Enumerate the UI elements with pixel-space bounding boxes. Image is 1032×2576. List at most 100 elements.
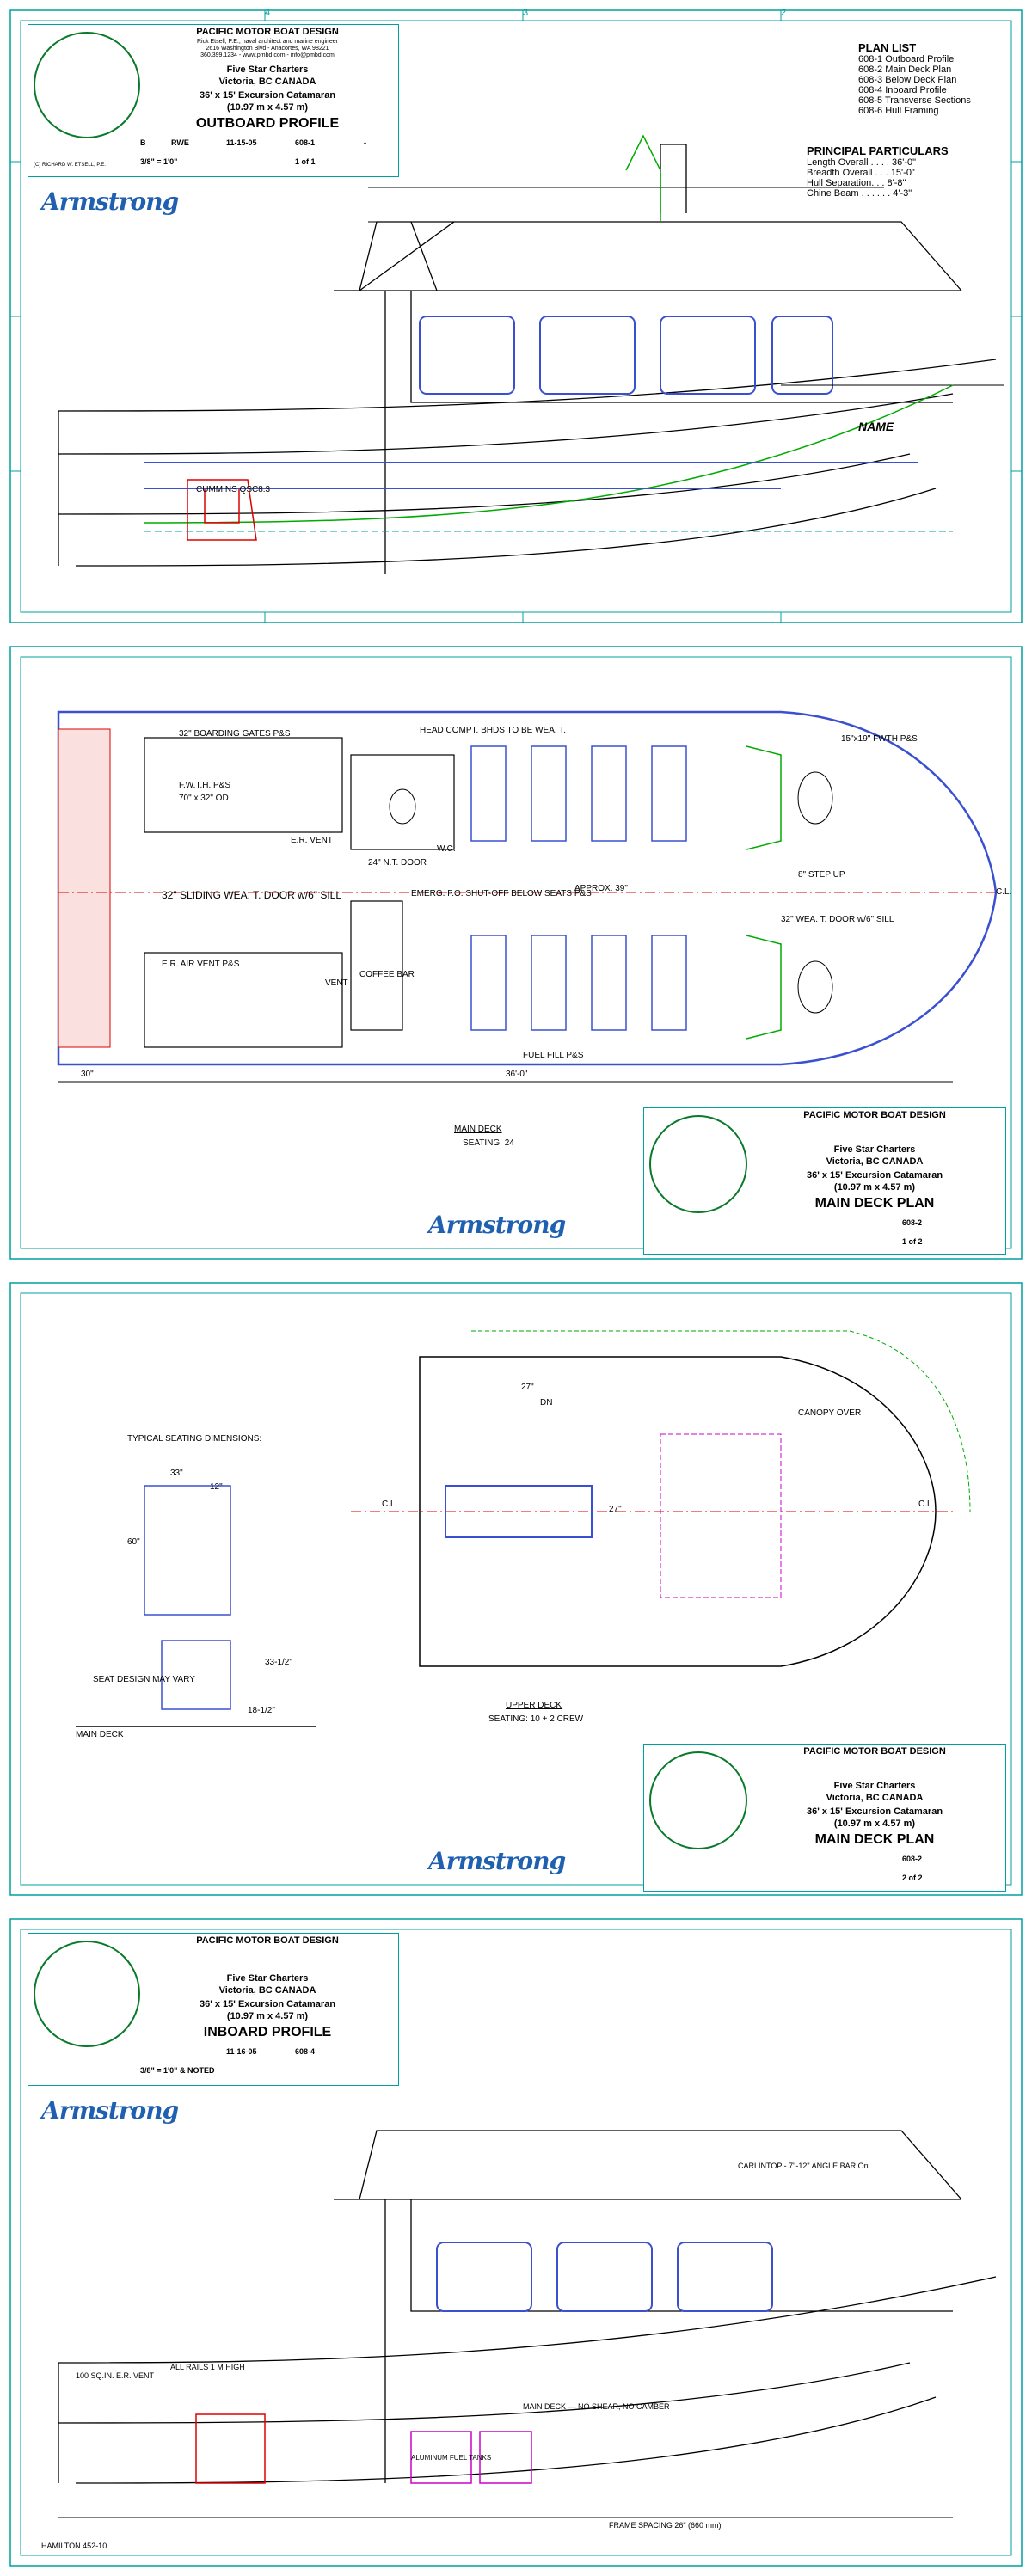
dim-33: 33" — [170, 1469, 183, 1478]
note-coffee-bar: COFFEE BAR — [359, 970, 415, 979]
sheet-title: OUTBOARD PROFILE — [195, 116, 340, 131]
client-location: Victoria, BC CANADA — [218, 77, 316, 87]
sheet-upper-deck-plan: TYPICAL SEATING DIMENSIONS: 33" 12" 60" … — [7, 1279, 1025, 1898]
note-rails: ALL RAILS 1 M HIGH — [170, 2363, 245, 2371]
dwg-value: 608-2 — [902, 1218, 923, 1227]
engineer-stamp — [34, 32, 140, 138]
upper-deck-drawing — [9, 1282, 1023, 1896]
firm-name: PACIFIC MOTOR BOAT DESIGN — [196, 27, 339, 37]
dwg-value: 608-4 — [295, 2047, 316, 2056]
title-block-608-2a: PACIFIC MOTOR BOAT DESIGN Five Star Char… — [643, 1107, 1006, 1255]
builder-logo: Armstrong — [428, 1211, 566, 1239]
note-boarding-gates: 32" BOARDING GATES P&S — [179, 729, 291, 739]
note-nt-door: 24" N.T. DOOR — [368, 858, 427, 868]
note-fuel-fill: FUEL FILL P&S — [523, 1051, 584, 1060]
firm-name: PACIFIC MOTOR BOAT DESIGN — [196, 1935, 339, 1946]
plan-list-item: 608-2 Main Deck Plan — [858, 64, 952, 75]
project-metric: (10.97 m x 4.57 m) — [833, 1819, 916, 1829]
dim-18-half: 18-1/2" — [248, 1706, 275, 1715]
project-metric: (10.97 m x 4.57 m) — [226, 2011, 309, 2021]
note-wea-door: 32" WEA. T. DOOR w/6" SILL — [781, 915, 894, 924]
dim-36: 36'-0" — [506, 1070, 528, 1079]
firm-name: PACIFIC MOTOR BOAT DESIGN — [803, 1746, 946, 1757]
dim-30: 30" — [81, 1070, 94, 1079]
particular-item: Hull Separation. . . 8'-8" — [807, 178, 906, 188]
title-block-608-4: PACIFIC MOTOR BOAT DESIGN Five Star Char… — [28, 1933, 399, 2086]
firm-contact: 360.399.1234 - www.pmbd.com - info@pmbd.… — [200, 52, 335, 58]
border-col-4: 4 — [265, 8, 270, 18]
plan-list-heading: PLAN LIST — [858, 41, 917, 54]
project-name: 36' x 15' Excursion Catamaran — [199, 1999, 336, 2009]
sheet-outboard-profile: 4 3 2 PACIFIC MOTOR BOAT DESIGN Rick Etsel… — [7, 7, 1025, 626]
firm-name: PACIFIC MOTOR BOAT DESIGN — [803, 1110, 946, 1120]
sheet-inboard-profile: PACIFIC MOTOR BOAT DESIGN Five Star Char… — [7, 1916, 1025, 2569]
note-fwth: 15"x19" FWTH P&S — [841, 734, 918, 744]
particular-item: Length Overall . . . . 36'-0" — [807, 157, 917, 168]
note-cl-right: C.L. — [918, 1500, 935, 1509]
border-col-3: 3 — [523, 8, 528, 18]
copyright: (C) RICHARD W. ETSELL, P.E. — [34, 163, 106, 168]
firm-address: 2616 Washington Blvd - Anacortes, WA 982… — [206, 46, 329, 52]
particular-item: Chine Beam . . . . . . 4'-3" — [807, 188, 912, 199]
note-canopy: CANOPY OVER — [798, 1408, 862, 1418]
plan-list-item: 608-5 Transverse Sections — [858, 95, 971, 106]
dim-60: 60" — [127, 1537, 140, 1547]
seating-upper-deck: SEATING: 10 + 2 CREW — [488, 1714, 584, 1724]
builder-logo: Armstrong — [41, 2096, 179, 2125]
note-frame-spacing: FRAME SPACING 26" (660 mm) — [609, 2521, 722, 2530]
plan-list-item: 608-1 Outboard Profile — [858, 54, 955, 64]
dim-27-stair: 27" — [521, 1383, 534, 1392]
drawn-value: RWE — [171, 138, 189, 147]
border-col-2: 2 — [781, 8, 786, 18]
note-er-vent: E.R. VENT — [291, 836, 333, 845]
sheet-value: 1 of 2 — [902, 1237, 923, 1246]
plan-list-item: 608-6 Hull Framing — [858, 106, 939, 116]
size-value: B — [140, 138, 146, 147]
note-cl: C.L. — [996, 887, 1012, 897]
note-main-deck-shear: MAIN DECK — NO SHEAR, NO CAMBER — [523, 2402, 670, 2411]
engineer-stamp — [649, 1751, 747, 1849]
client-name: Five Star Charters — [226, 64, 309, 75]
note-dn: DN — [540, 1398, 553, 1408]
engine-label: CUMMINS QSC8.3 — [196, 485, 271, 494]
dwg-value: 608-1 — [295, 138, 316, 147]
builder-logo: Armstrong — [428, 1847, 566, 1875]
project-metric: (10.97 m x 4.57 m) — [833, 1182, 916, 1193]
caption-upper-deck: UPPER DECK — [506, 1701, 562, 1710]
note-er-air-vent: E.R. AIR VENT P&S — [162, 960, 240, 969]
client-location: Victoria, BC CANADA — [218, 1985, 316, 1996]
sheet-value: 2 of 2 — [902, 1874, 923, 1882]
caption-main-deck: MAIN DECK — [454, 1125, 502, 1134]
client-name: Five Star Charters — [833, 1781, 916, 1791]
rev-value: - — [364, 138, 366, 147]
note-fwth-size: 70" x 32" OD — [179, 794, 229, 803]
sheet-value: 1 of 1 — [295, 157, 316, 166]
client-name: Five Star Charters — [833, 1144, 916, 1155]
project-name: 36' x 15' Excursion Catamaran — [199, 90, 336, 101]
sheet-title: INBOARD PROFILE — [203, 2025, 332, 2039]
dwg-value: 608-2 — [902, 1855, 923, 1863]
note-seat-design: SEAT DESIGN MAY VARY — [93, 1675, 195, 1684]
note-sliding-door: 32" SLIDING WEA. T. DOOR w/6" SILL — [162, 889, 342, 901]
principal-particulars: PRINCIPAL PARTICULARS Length Overall . .… — [807, 144, 949, 199]
typical-seating-heading: TYPICAL SEATING DIMENSIONS: — [127, 1434, 262, 1444]
title-block-608-2b: PACIFIC MOTOR BOAT DESIGN Five Star Char… — [643, 1744, 1006, 1892]
sheet-main-deck-plan: 32" BOARDING GATES P&S HEAD COMPT. BHDS … — [7, 643, 1025, 1262]
note-vent: VENT — [325, 978, 348, 988]
client-location: Victoria, BC CANADA — [826, 1156, 924, 1167]
scale-value: 3/8" = 1'0" — [140, 157, 178, 166]
note-head-compartment: HEAD COMPT. BHDS TO BE WEA. T. — [420, 726, 567, 735]
note-wc: W.C. — [437, 844, 456, 854]
sheet-title: MAIN DECK PLAN — [814, 1196, 935, 1211]
firm-subtitle: Rick Etsell, P.E., naval architect and m… — [196, 39, 339, 45]
note-er-vent-100: 100 SQ.IN. E.R. VENT — [76, 2371, 155, 2380]
main-deck-drawing — [9, 646, 1023, 1260]
project-name: 36' x 15' Excursion Catamaran — [806, 1806, 943, 1817]
engineer-stamp — [649, 1115, 747, 1213]
seating-main-deck: SEATING: 24 — [463, 1138, 514, 1148]
scale-value: 3/8" = 1'0" & NOTED — [140, 2066, 215, 2075]
note-step-up: 8" STEP UP — [798, 870, 845, 880]
plan-list-item: 608-3 Below Deck Plan — [858, 75, 957, 85]
date-value: 11-16-05 — [226, 2047, 257, 2056]
client-location: Victoria, BC CANADA — [826, 1793, 924, 1803]
